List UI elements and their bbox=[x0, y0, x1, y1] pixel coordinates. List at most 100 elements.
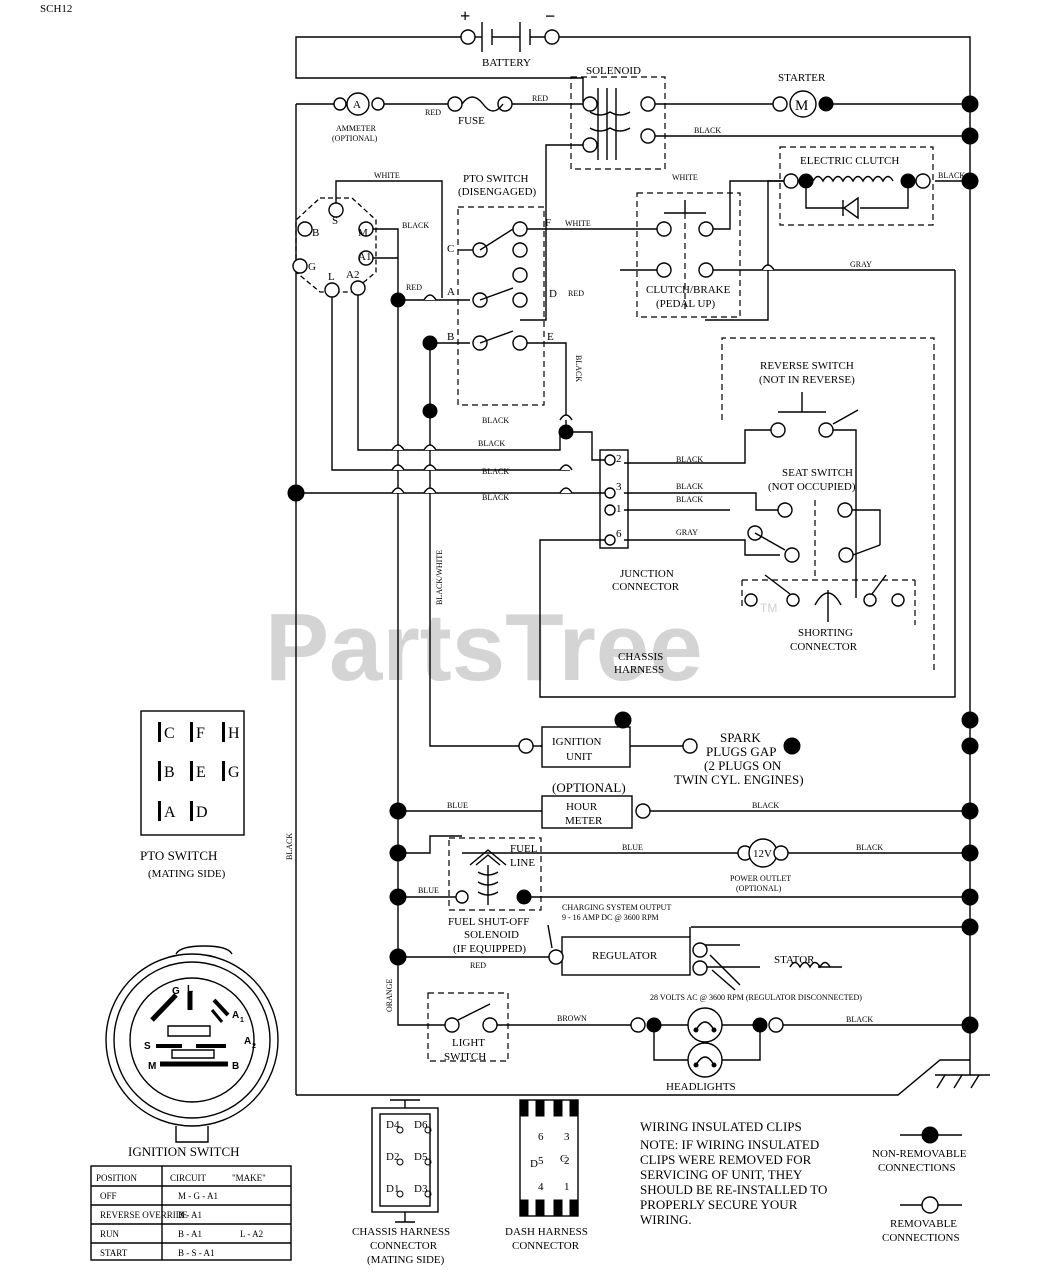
chassis-pin bbox=[396, 1126, 404, 1134]
pto-switch-label: PTO SWITCH bbox=[463, 173, 529, 185]
dash-pin-label: 2 bbox=[564, 1155, 570, 1167]
ign-face-l: L bbox=[187, 984, 193, 995]
ammeter-label: AMMETER bbox=[336, 124, 377, 133]
pto-mating-slot bbox=[222, 761, 225, 781]
wire-blue-3: BLUE bbox=[622, 843, 643, 852]
legend-removable-2: CONNECTIONS bbox=[882, 1232, 960, 1244]
pto-mating-slot bbox=[190, 722, 193, 742]
battery-plus: + bbox=[460, 6, 470, 26]
ign-table-cell: B - A1 bbox=[178, 1229, 202, 1239]
ign-face-s: S bbox=[144, 1041, 151, 1052]
ign-table-cell: L - A2 bbox=[240, 1229, 263, 1239]
ign-terminal-a2: A2 bbox=[346, 269, 359, 281]
ignition-switch-face: G L A 1 S A 2 M B IGNITION SWITCH bbox=[105, 945, 279, 1159]
dash-pin-label: 6 bbox=[538, 1131, 544, 1143]
wire-red-1: RED bbox=[425, 108, 441, 117]
ign-face-g: G bbox=[172, 986, 180, 997]
ign-terminal-b: B bbox=[312, 227, 319, 239]
pto-mating-letter: G bbox=[228, 764, 240, 781]
stator-ac-label: 28 VOLTS AC @ 3600 RPM (REGULATOR DISCON… bbox=[650, 993, 862, 1002]
note-line: CLIPS WERE REMOVED FOR bbox=[640, 1152, 812, 1167]
dash-connector-label-2: CONNECTOR bbox=[512, 1240, 580, 1252]
ign-terminal-a1: A1 bbox=[358, 251, 371, 263]
wire-black-2: BLACK bbox=[938, 171, 965, 180]
pto-terminal-d: D bbox=[549, 288, 557, 300]
wire-blue-2: BLUE bbox=[418, 886, 439, 895]
pto-terminal-a: A bbox=[447, 286, 455, 298]
chassis-pin-label: D1 bbox=[386, 1183, 399, 1195]
pto-terminal-c: C bbox=[447, 243, 454, 255]
pto-mating-title: PTO SWITCH bbox=[140, 848, 217, 863]
wire-black-15: BLACK bbox=[846, 1015, 873, 1024]
dash-pin-label: 5 bbox=[538, 1155, 544, 1167]
wire-gray-1: GRAY bbox=[850, 260, 872, 269]
wire-black-1: BLACK bbox=[694, 126, 721, 135]
wire-black-3: BLACK bbox=[402, 221, 429, 230]
wire-black-12: BLACK bbox=[285, 833, 294, 860]
note-line: NOTE: IF WIRING INSULATED bbox=[640, 1137, 819, 1152]
pto-disengaged-label: (DISENGAGED) bbox=[458, 186, 537, 198]
ign-table-cell: START bbox=[100, 1248, 128, 1258]
ignition-switch-schematic: S M B G L A2 A1 WHITE BLACK RED bbox=[292, 171, 429, 298]
clutch-brake-switch: WHITE CLUTCH/BRAKE (PEDAL UP) GRAY bbox=[636, 173, 872, 318]
ign-table-cell: OFF bbox=[100, 1191, 117, 1201]
wiring-note: WIRING INSULATED CLIPS NOTE: IF WIRING I… bbox=[640, 1119, 827, 1227]
note-line: WIRING. bbox=[640, 1212, 692, 1227]
ign-table-cell: B - A1 bbox=[178, 1210, 202, 1220]
ignition-unit-label-2: UNIT bbox=[566, 751, 593, 763]
wire-crossovers bbox=[391, 264, 775, 494]
ign-face-b: B bbox=[232, 1061, 239, 1072]
chassis-harness-label-1: CHASSIS bbox=[618, 651, 663, 663]
charging-output-label-1: CHARGING SYSTEM OUTPUT bbox=[562, 903, 671, 912]
legend-non-removable-2: CONNECTIONS bbox=[878, 1162, 956, 1174]
electric-clutch: ELECTRIC CLUTCH BLACK bbox=[779, 146, 965, 226]
ign-table-header: POSITION bbox=[96, 1173, 138, 1183]
pto-terminal-b: B bbox=[447, 331, 454, 343]
ign-face-a1: A bbox=[232, 1010, 239, 1021]
clutch-brake-label: CLUTCH/BRAKE bbox=[646, 284, 731, 296]
wire-blue-1: BLUE bbox=[447, 801, 468, 810]
ammeter-optional: (OPTIONAL) bbox=[332, 134, 378, 143]
pto-mating-letter: H bbox=[228, 725, 240, 742]
note-line: SHOULD BE RE-INSTALLED TO bbox=[640, 1182, 827, 1197]
ign-table-cell: RUN bbox=[100, 1229, 120, 1239]
hour-meter: (OPTIONAL) HOUR METER BLUE BLACK bbox=[447, 780, 779, 829]
pto-terminal-f: F bbox=[545, 217, 551, 229]
pto-mating-letter: B bbox=[164, 764, 175, 781]
wire-black-4: BLACK bbox=[482, 416, 509, 425]
spark-plugs-label-2: PLUGS GAP bbox=[706, 744, 776, 759]
pto-mating-subtitle: (MATING SIDE) bbox=[148, 868, 226, 880]
pto-mating-slot bbox=[158, 761, 161, 781]
spark-plugs-label-4: TWIN CYL. ENGINES) bbox=[674, 772, 804, 787]
legend: NON-REMOVABLE CONNECTIONS REMOVABLE CONN… bbox=[872, 1126, 967, 1244]
regulator-label: REGULATOR bbox=[592, 950, 658, 962]
shorting-connector-label-1: SHORTING bbox=[798, 627, 853, 639]
wire-black-7: BLACK bbox=[482, 467, 509, 476]
chassis-pin-label: D2 bbox=[386, 1151, 399, 1163]
safety-switches: REVERSE SWITCH (NOT IN REVERSE) SEAT SWI… bbox=[721, 337, 935, 672]
fuel-shutoff-label-3: (IF EQUIPPED) bbox=[453, 943, 526, 955]
pto-mating-slot bbox=[222, 722, 225, 742]
chassis-pin-label: D4 bbox=[386, 1119, 400, 1131]
reverse-switch-label: REVERSE SWITCH bbox=[760, 360, 854, 372]
dash-pin-label: 4 bbox=[538, 1181, 544, 1193]
chassis-connector-label-3: (MATING SIDE) bbox=[367, 1254, 445, 1266]
non-removable-dots bbox=[287, 95, 979, 1034]
hour-meter-optional: (OPTIONAL) bbox=[552, 780, 626, 795]
headlights: HEADLIGHTS BLACK bbox=[630, 1007, 873, 1093]
light-switch: LIGHT SWITCH BROWN bbox=[427, 992, 587, 1063]
jc-terminal-2: 2 bbox=[616, 453, 622, 465]
ammeter-symbol: A bbox=[353, 99, 361, 111]
wire-white-3: WHITE bbox=[672, 173, 698, 182]
power-outlet-symbol: 12V bbox=[753, 848, 772, 860]
pto-mating-slot bbox=[158, 801, 161, 821]
junction-connector-label-1: JUNCTION bbox=[620, 568, 674, 580]
light-switch-label-2: SWITCH bbox=[444, 1051, 486, 1063]
dash-mid-right: C bbox=[560, 1153, 567, 1165]
power-outlet-label-2: (OPTIONAL) bbox=[736, 884, 782, 893]
wire-black-5: BLACK bbox=[574, 355, 583, 382]
chassis-pin bbox=[424, 1190, 432, 1198]
